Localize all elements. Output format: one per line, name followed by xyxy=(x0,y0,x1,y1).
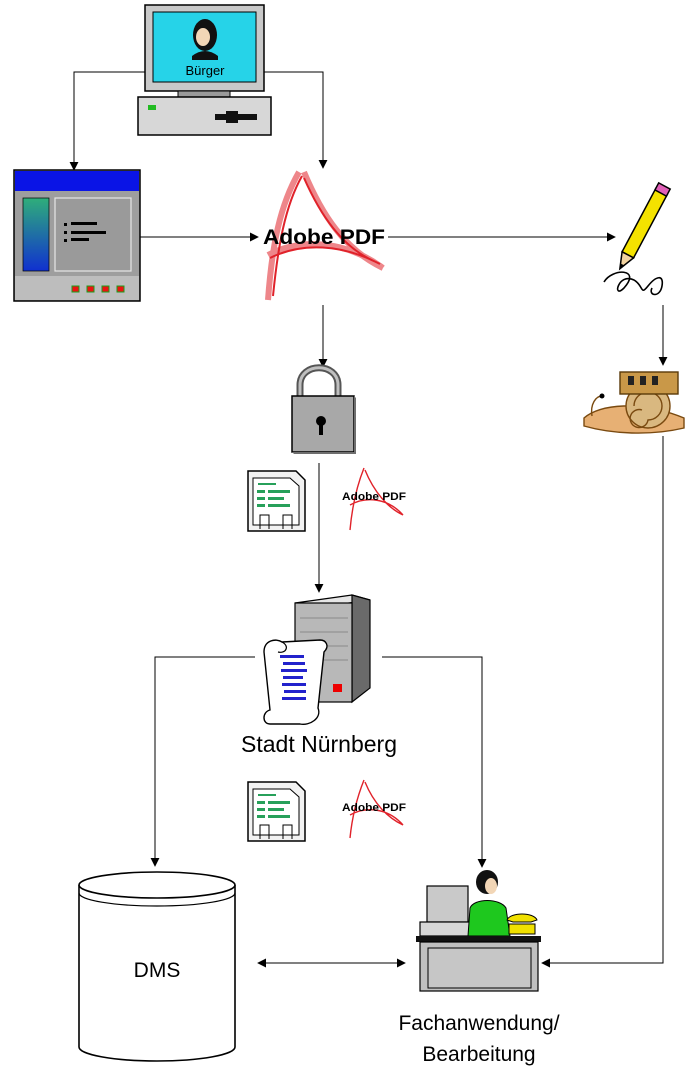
citizen-avatar-icon xyxy=(192,19,218,60)
adobe-pdf-logo-small: Adobe PDF xyxy=(342,467,406,531)
pdf-logo-small-text: Adobe PDF xyxy=(342,491,406,503)
citizen-computer-icon: Bürger xyxy=(137,4,272,136)
adobe-pdf-logo: Adobe PDF xyxy=(263,170,385,301)
signed-document-icon xyxy=(247,781,306,842)
clerk-person-icon xyxy=(467,870,511,937)
application-label-line1: Fachanwendung/ xyxy=(398,1012,559,1035)
arrow-server-to-dms xyxy=(150,656,255,867)
pdf-logo-text: Adobe PDF xyxy=(263,226,385,249)
snail-mail-icon xyxy=(583,371,685,434)
signed-document-icon xyxy=(247,470,306,532)
clerk-workstation-icon xyxy=(416,870,541,992)
web-form-icon xyxy=(13,169,141,302)
arrow-citizen-to-pdf xyxy=(264,71,328,169)
telephone-icon xyxy=(506,913,538,935)
database-cylinder-icon xyxy=(78,871,236,1062)
city-server-label: Stadt Nürnberg xyxy=(241,731,397,757)
pdf-logo-small-text: Adobe PDF xyxy=(342,802,406,814)
arrow-mail-to-clerk xyxy=(541,436,664,968)
arrow-server-to-clerk xyxy=(382,656,487,868)
arrow-citizen-to-form xyxy=(69,71,145,171)
pencil-signature-icon xyxy=(603,181,672,296)
padlock-icon xyxy=(291,364,356,454)
application-label-line2: Bearbeitung xyxy=(422,1043,535,1066)
adobe-pdf-logo-small: Adobe PDF xyxy=(342,779,406,839)
dms-label: DMS xyxy=(134,959,181,982)
connectors xyxy=(69,71,668,968)
scroll-document-icon xyxy=(263,639,328,725)
citizen-label: Bürger xyxy=(185,63,225,78)
